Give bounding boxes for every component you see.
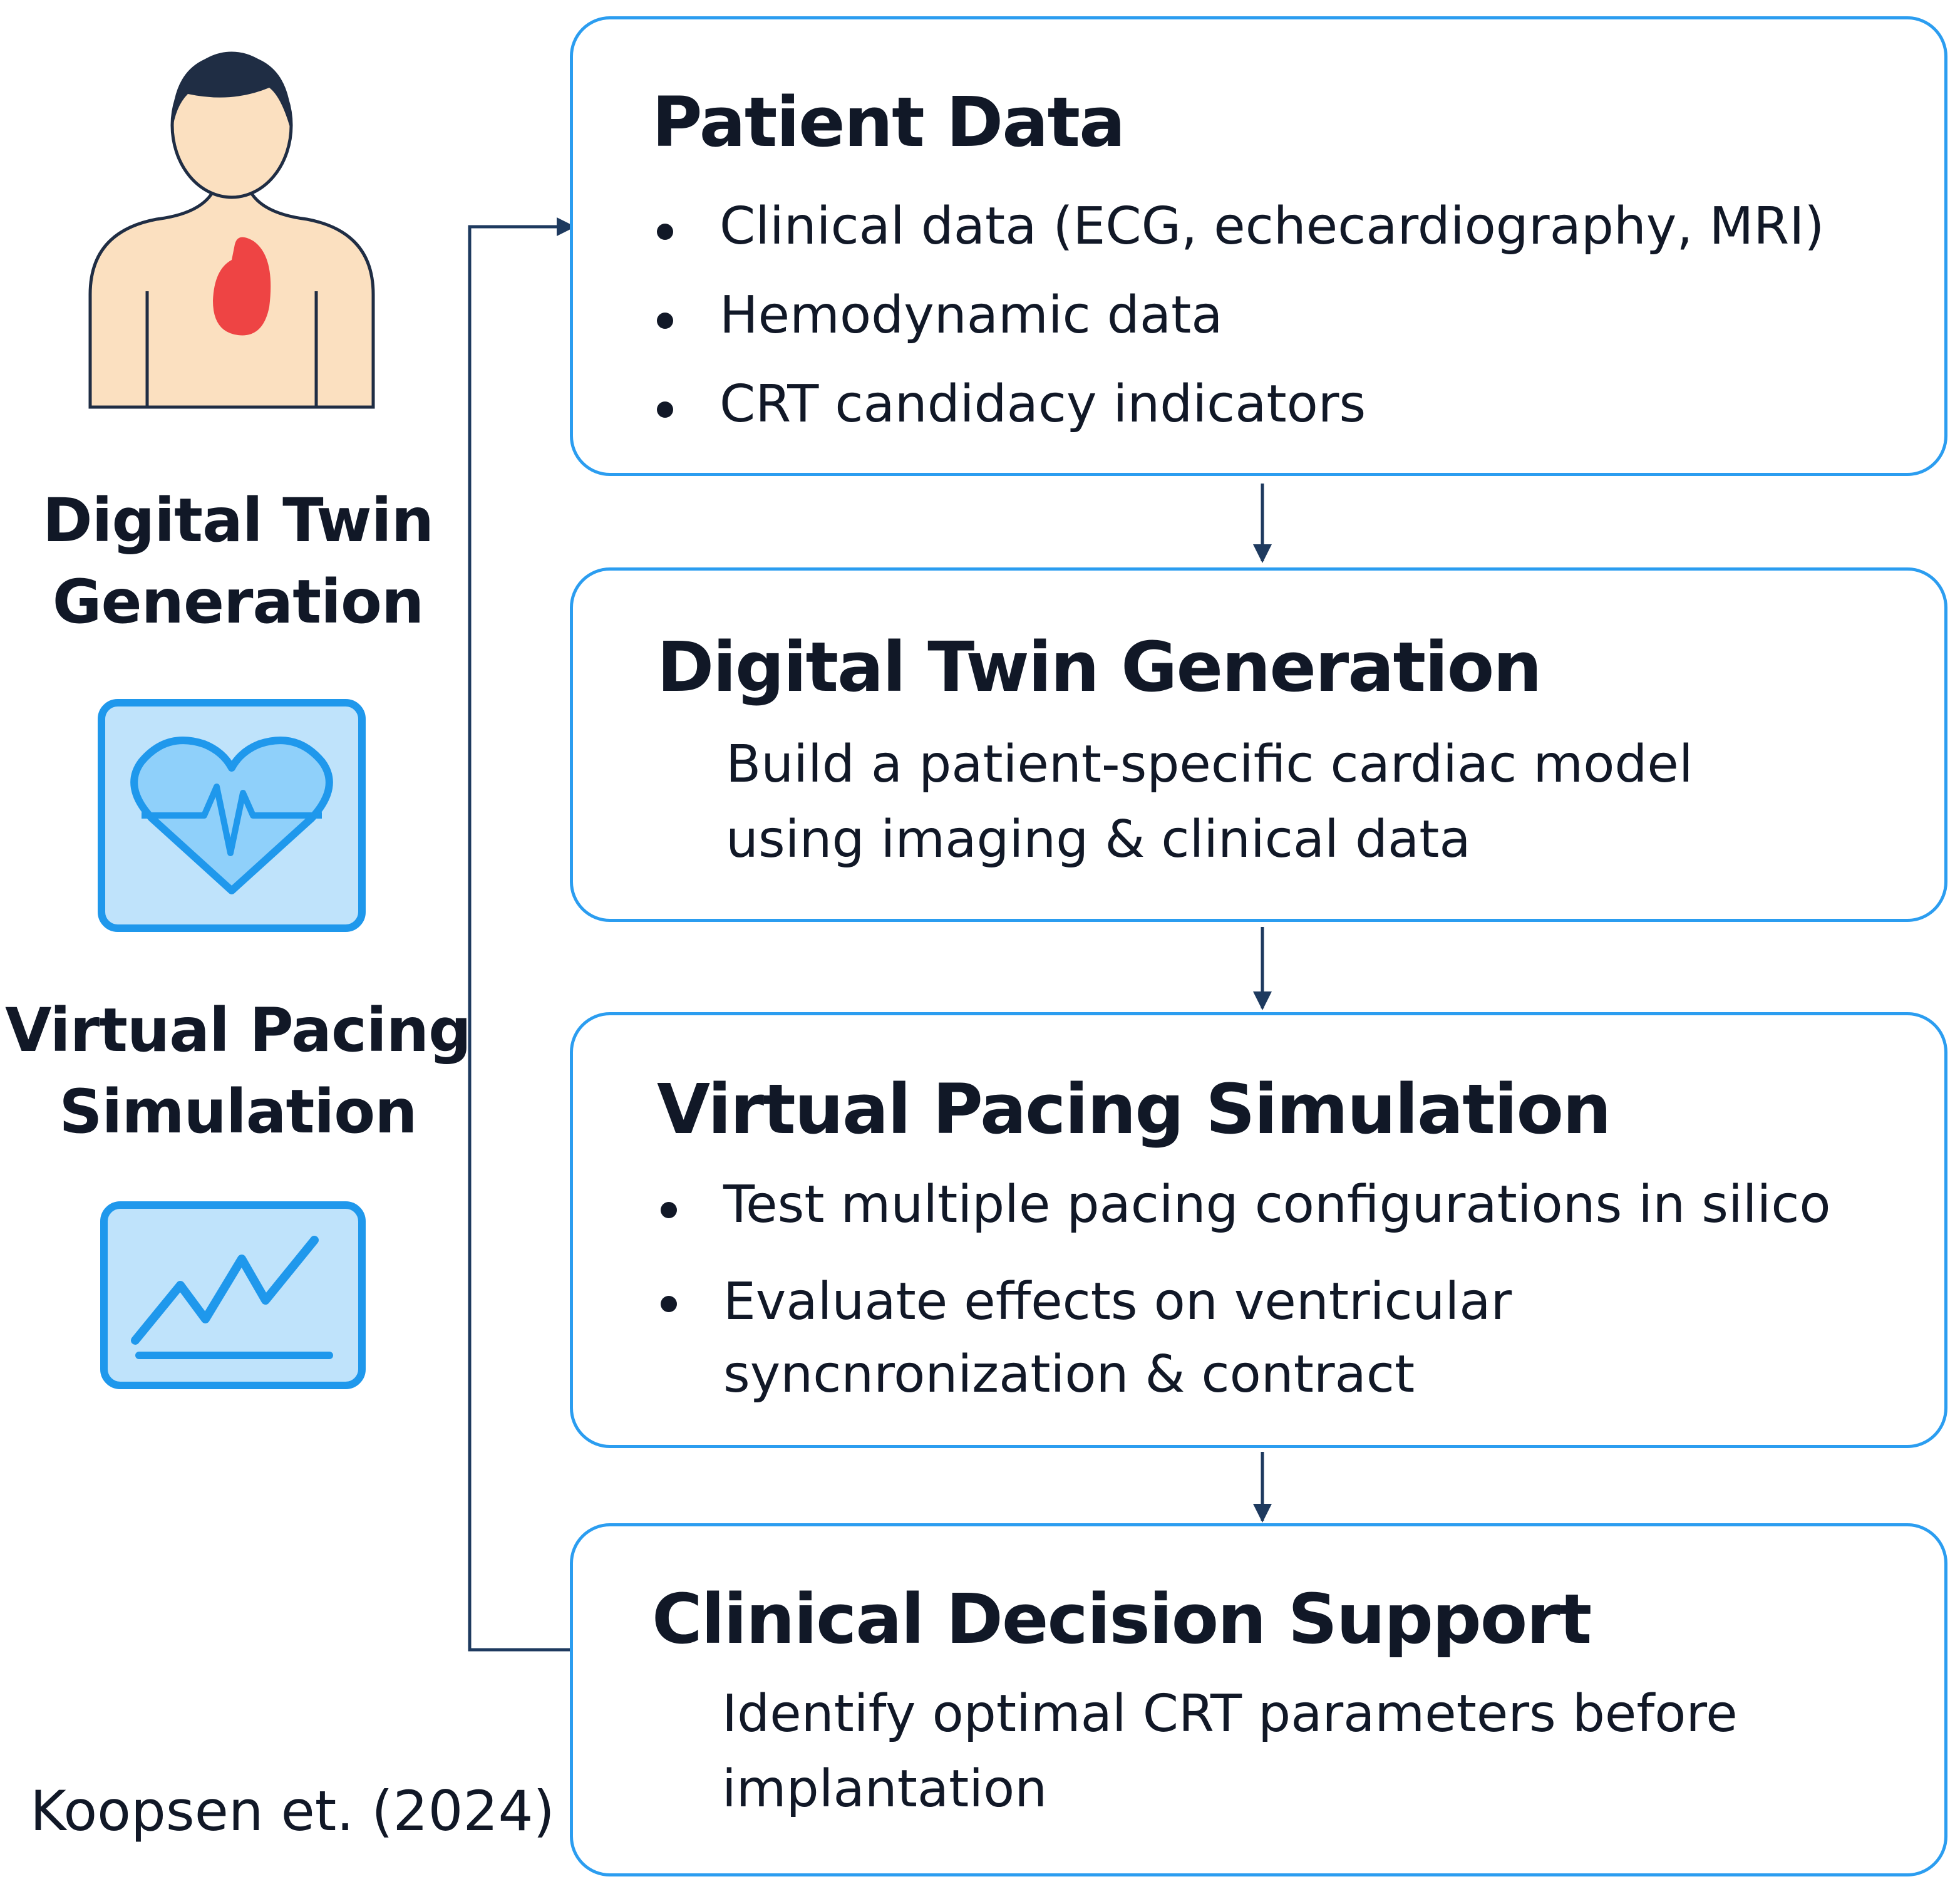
- bullet-dot: [657, 313, 673, 329]
- description-line: using imaging & clinical data: [726, 810, 1471, 869]
- left-title-digital-twin-line1: Digital Twin: [42, 485, 434, 556]
- digital-twin-generation-description: Build a patient-specific cardiac model u…: [726, 727, 1693, 877]
- left-title-digital-twin-line2: Generation: [52, 567, 425, 637]
- clinical-decision-support-title: Clinical Decision Support: [652, 1579, 1592, 1659]
- patient-data-box: Patient Data Clinical data (ECG, echecar…: [570, 16, 1947, 476]
- bullet-text: Hemodynamic data: [720, 286, 1223, 345]
- bullet-item: Hemodynamic data: [657, 290, 1824, 341]
- bullet-item: Evaluate effects on ventricular syncnron…: [661, 1266, 1831, 1411]
- left-title-virtual-pacing-line1: Virtual Pacing: [5, 995, 472, 1065]
- bullet-item: CRT candidacy indicators: [657, 379, 1824, 430]
- heart-ecg-icon: [98, 699, 366, 932]
- virtual-pacing-simulation-title: Virtual Pacing Simulation: [657, 1069, 1611, 1149]
- bullet-text: Test multiple pacing configurations in s…: [723, 1175, 1831, 1234]
- patient-heart-icon: [88, 51, 375, 409]
- bullet-text: CRT candidacy indicators: [720, 375, 1366, 434]
- description-line: Identify optimal CRT parameters before: [722, 1684, 1738, 1744]
- virtual-pacing-simulation-box: Virtual Pacing Simulation Test multiple …: [570, 1012, 1947, 1448]
- bullet-dot: [657, 401, 673, 418]
- patient-data-title: Patient Data: [652, 82, 1125, 162]
- bullet-dot: [661, 1296, 677, 1312]
- patient-data-bullets: Clinical data (ECG, echecardiography, MR…: [657, 201, 1824, 430]
- citation: Koopsen et. (2024): [30, 1779, 555, 1843]
- bullet-text: Clinical data (ECG, echecardiography, MR…: [720, 197, 1825, 256]
- digital-twin-generation-title: Digital Twin Generation: [657, 627, 1542, 707]
- bullet-text: Evaluate effects on ventricular: [723, 1272, 1512, 1332]
- description-line: Build a patient-specific cardiac model: [726, 735, 1693, 794]
- clinical-decision-support-box: Clinical Decision Support Identify optim…: [570, 1523, 1947, 1876]
- description-line: implantation: [722, 1759, 1048, 1819]
- bullet-item: Clinical data (ECG, echecardiography, MR…: [657, 201, 1824, 252]
- virtual-pacing-bullets: Test multiple pacing configurations in s…: [661, 1179, 1831, 1411]
- bullet-dot: [661, 1202, 677, 1218]
- bullet-dot: [657, 224, 673, 240]
- left-title-digital-twin: Digital Twin Generation: [0, 480, 476, 643]
- bullet-text: syncnronization & contract: [723, 1345, 1415, 1404]
- left-title-virtual-pacing-line2: Simulation: [59, 1077, 417, 1147]
- digital-twin-generation-box: Digital Twin Generation Build a patient-…: [570, 567, 1947, 922]
- clinical-decision-support-description: Identify optimal CRT parameters before i…: [722, 1677, 1738, 1827]
- line-graph-icon: [100, 1201, 366, 1389]
- feedback-loop-arrow: [468, 217, 575, 1652]
- left-title-virtual-pacing: Virtual Pacing Simulation: [0, 990, 476, 1152]
- bullet-item: Test multiple pacing configurations in s…: [661, 1179, 1831, 1231]
